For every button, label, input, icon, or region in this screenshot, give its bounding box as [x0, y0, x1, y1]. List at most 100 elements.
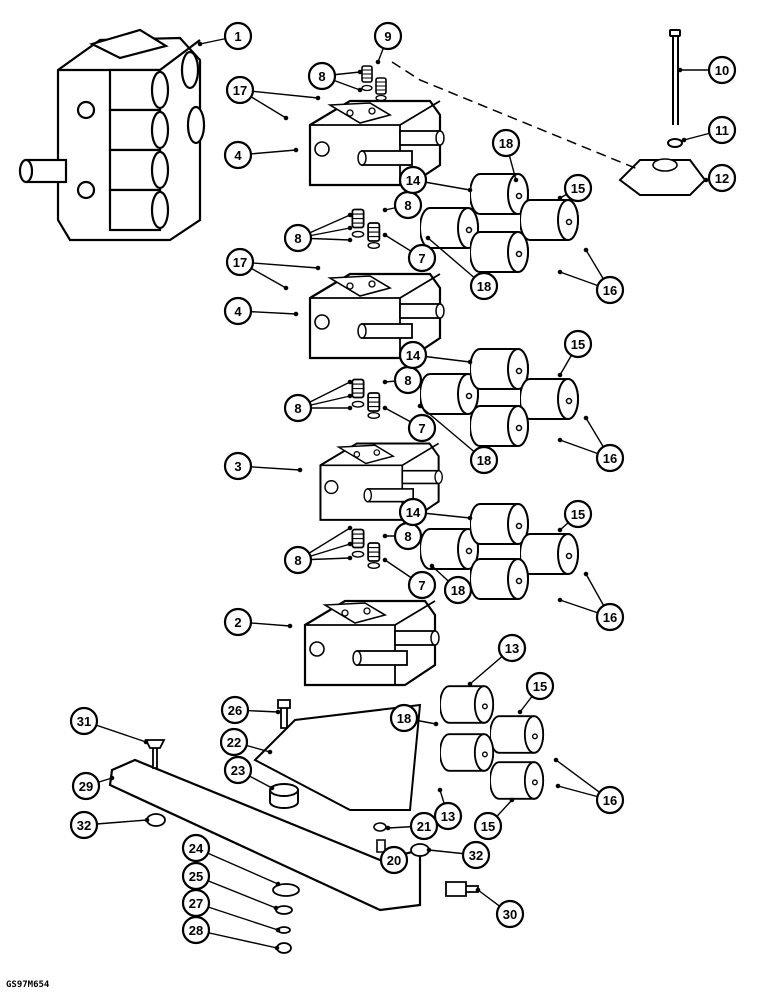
- callout-4: 4: [223, 296, 253, 326]
- leader-arrow: [513, 177, 519, 183]
- callout-number: 4: [234, 148, 242, 163]
- callout-number: 30: [503, 907, 517, 922]
- callout-3: 3: [223, 451, 253, 481]
- callout-26: 26: [220, 695, 250, 725]
- callout-number: 29: [79, 779, 93, 794]
- callout-circle: [469, 271, 499, 301]
- coil-15-e: [520, 533, 579, 575]
- leader-arrow: [703, 177, 709, 183]
- bolt-31: [144, 739, 166, 769]
- callout-number: 17: [233, 255, 247, 270]
- coil-15-a: [520, 199, 579, 241]
- callout-20: 20: [379, 845, 409, 875]
- valve-section-4-lower: [308, 272, 446, 360]
- callout-circle: [595, 785, 625, 815]
- callout-32: 32: [69, 810, 99, 840]
- callout-number: 27: [189, 896, 203, 911]
- callout-11: 11: [707, 115, 737, 145]
- bolt-30: [445, 881, 479, 897]
- callout-circle: [595, 275, 625, 305]
- callout-16: 16: [595, 602, 625, 632]
- callout-circle: [181, 915, 211, 945]
- callout-number: 14: [406, 505, 421, 520]
- leader-arrow: [385, 825, 391, 831]
- leader-arrow: [315, 265, 321, 271]
- figure-code: GS97M654: [6, 980, 50, 990]
- leader-arrow: [382, 207, 388, 213]
- callout-circle: [461, 840, 491, 870]
- callout-13: 13: [433, 801, 463, 831]
- callout-4: 4: [223, 140, 253, 170]
- callout-circle: [495, 899, 525, 929]
- callout-number: 1: [234, 29, 241, 44]
- coil-a: [470, 173, 529, 215]
- leader-arrow: [437, 787, 443, 793]
- callout-circle: [223, 296, 253, 326]
- leader-line: [195, 902, 279, 931]
- mounting-plate: [253, 703, 422, 811]
- leader-arrow: [109, 775, 115, 781]
- callout-15: 15: [563, 173, 593, 203]
- callout-number: 14: [406, 173, 421, 188]
- callout-circle: [473, 811, 503, 841]
- leader-arrow: [275, 881, 281, 887]
- valve-section-2: [303, 599, 441, 687]
- bushing: [269, 783, 299, 797]
- callout-number: 13: [441, 809, 455, 824]
- callout-number: 10: [715, 63, 729, 78]
- callout-number: 26: [228, 703, 242, 718]
- leader-arrow: [347, 237, 353, 243]
- callout-18: 18: [491, 128, 521, 158]
- leader-arrow: [197, 41, 203, 47]
- callout-circle: [433, 801, 463, 831]
- callout-17: 17: [225, 75, 255, 105]
- callout-number: 31: [77, 714, 91, 729]
- leader-arrow: [375, 59, 381, 65]
- leader-arrow: [382, 379, 388, 385]
- callout-circle: [407, 413, 437, 443]
- callout-number: 20: [387, 853, 401, 868]
- leader-arrow: [269, 785, 275, 791]
- callout-7: 7: [407, 413, 437, 443]
- callout-circle: [563, 329, 593, 359]
- callout-circle: [398, 340, 428, 370]
- nut-32-right: [410, 843, 430, 857]
- callout-16: 16: [595, 785, 625, 815]
- callout-circle: [223, 140, 253, 170]
- callout-circle: [220, 695, 250, 725]
- callout-21: 21: [409, 811, 439, 841]
- callout-number: 18: [499, 136, 513, 151]
- callout-number: 32: [469, 848, 483, 863]
- callout-group: 1234477788888889101112131314141415151515…: [69, 21, 737, 945]
- callout-circle: [563, 173, 593, 203]
- callout-25: 25: [181, 861, 211, 891]
- callout-number: 12: [715, 171, 729, 186]
- leader-arrow: [557, 269, 563, 275]
- washer-24: [272, 883, 300, 897]
- callout-circle: [219, 727, 249, 757]
- leader-arrow: [557, 372, 563, 378]
- callout-number: 25: [189, 869, 203, 884]
- leader-arrow: [283, 115, 289, 121]
- leader-arrow: [357, 87, 363, 93]
- callout-circle: [373, 21, 403, 51]
- coil-14-c: [420, 528, 479, 570]
- callout-circle: [71, 771, 101, 801]
- callout-16: 16: [595, 275, 625, 305]
- callout-30: 30: [495, 899, 525, 929]
- callout-29: 29: [71, 771, 101, 801]
- leader-arrow: [347, 541, 353, 547]
- callout-number: 16: [603, 610, 617, 625]
- callout-circle: [223, 21, 253, 51]
- callout-23: 23: [223, 755, 253, 785]
- callout-number: 16: [603, 283, 617, 298]
- callout-number: 23: [231, 763, 245, 778]
- callout-circle: [398, 497, 428, 527]
- leader-arrow: [347, 405, 353, 411]
- callout-circle: [409, 811, 439, 841]
- callout-number: 7: [418, 251, 425, 266]
- callout-8: 8: [283, 545, 313, 575]
- callout-15: 15: [563, 329, 593, 359]
- callout-circle: [497, 633, 527, 663]
- callout-14: 14: [398, 165, 428, 195]
